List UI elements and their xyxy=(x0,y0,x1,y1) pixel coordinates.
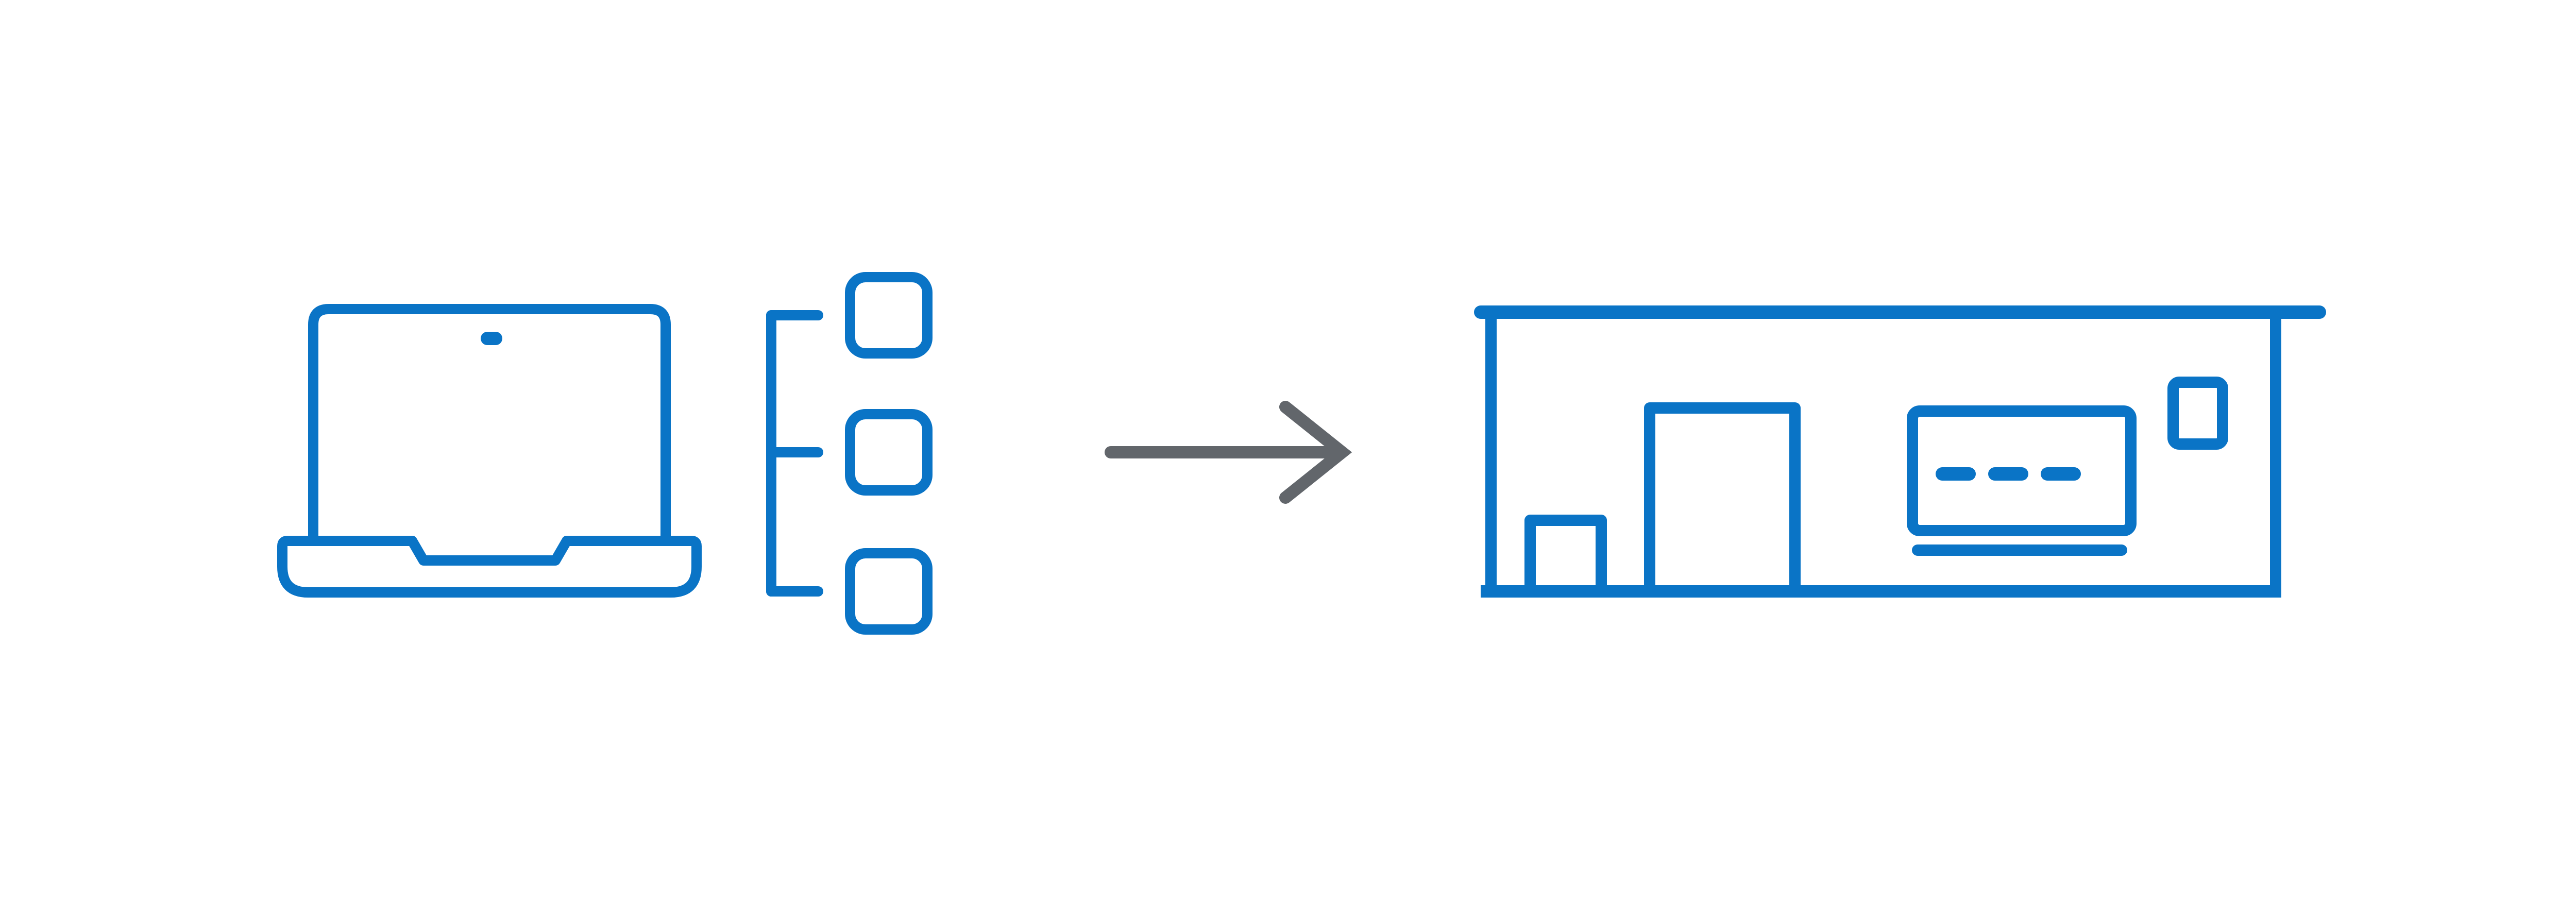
tall-block xyxy=(1644,402,1801,591)
building-interior-blocks xyxy=(1524,402,1801,591)
data-center-building-icon xyxy=(1474,305,2326,598)
base-tray xyxy=(277,536,702,598)
camera-dot-icon xyxy=(481,332,502,345)
tree-node-3[interactable] xyxy=(845,548,933,635)
screen-bezel xyxy=(308,304,671,541)
laptop-screen-group xyxy=(308,304,671,541)
server-rack-panel[interactable] xyxy=(1907,405,2137,536)
side-module-group xyxy=(2167,377,2228,450)
tree-node-2[interactable] xyxy=(845,409,933,496)
laptop-icon xyxy=(277,304,702,598)
tree-nodes xyxy=(845,272,933,635)
arrow-head xyxy=(1279,401,1352,504)
arrow-right-icon xyxy=(1105,401,1352,504)
side-module[interactable] xyxy=(2167,377,2228,450)
building-shell xyxy=(1474,305,2326,598)
tree-connectors xyxy=(766,310,823,597)
tree-node-1[interactable] xyxy=(845,272,933,359)
laptop-base-group xyxy=(277,536,702,598)
arrow-group xyxy=(1105,401,1352,504)
small-block xyxy=(1524,515,1607,591)
server-rack-group xyxy=(1907,405,2137,556)
hierarchy-tree-icon xyxy=(766,272,933,635)
